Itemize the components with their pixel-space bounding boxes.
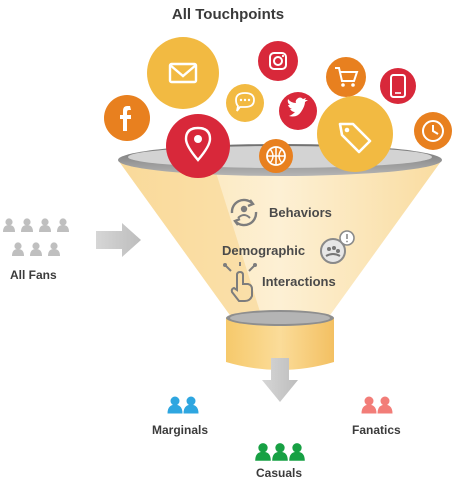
- touchpoints: [104, 37, 452, 178]
- group-alert-icon: [320, 230, 355, 264]
- segment-label-fanatics: Fanatics: [352, 423, 401, 437]
- tag-icon: [317, 96, 393, 172]
- segment-label-casuals: Casuals: [256, 466, 303, 480]
- input-arrow: [96, 223, 141, 257]
- mail-icon: [147, 37, 219, 109]
- refresh-user-icon: [230, 198, 258, 227]
- facebook-icon: [104, 95, 150, 141]
- output-arrow: [262, 358, 298, 402]
- casuals-people-icon: [255, 443, 305, 461]
- twitter-icon: [279, 92, 317, 130]
- instagram-icon: [258, 41, 298, 81]
- clock-icon: [414, 112, 452, 150]
- segment-label-marginals: Marginals: [152, 423, 209, 437]
- stage-label-demographic: Demographic: [222, 243, 306, 258]
- fans-people-icon: [3, 218, 69, 256]
- diagram-title: All Touchpoints: [171, 6, 285, 23]
- chat-icon: [226, 84, 264, 122]
- touch-gesture-icon: [223, 262, 257, 302]
- marginals-people-icon: [167, 396, 199, 414]
- funnel-shade: [118, 160, 262, 318]
- basketball-icon: [259, 139, 293, 173]
- location-icon: [166, 114, 230, 178]
- cart-icon: [326, 57, 366, 97]
- funnel-spout: [226, 318, 334, 370]
- stage-label-interactions: Interactions: [262, 274, 336, 289]
- stage-label-behaviors: Behaviors: [269, 205, 332, 220]
- mobile-icon: [380, 68, 416, 104]
- all-fans-label: All Fans: [10, 268, 57, 282]
- fanatics-people-icon: [361, 396, 393, 414]
